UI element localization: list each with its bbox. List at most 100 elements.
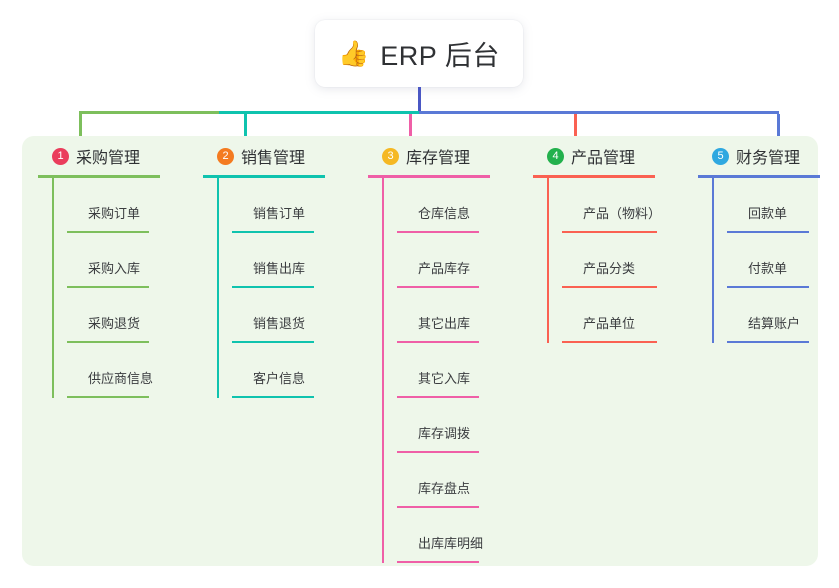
- branch-item-rule: [562, 286, 657, 288]
- branch-badge-3: 3: [382, 147, 399, 165]
- branch-item-rule: [397, 341, 479, 343]
- branch-item-rule: [397, 286, 479, 288]
- branch-item[interactable]: 付款单: [712, 233, 838, 288]
- branch-item[interactable]: 出库库明细: [382, 508, 518, 563]
- branch-header-5[interactable]: 5 财务管理: [698, 143, 838, 169]
- branch-item-label: 回款单: [748, 206, 788, 221]
- branch-item-label: 销售退货: [253, 316, 306, 331]
- branch-badge-5: 5: [712, 147, 729, 165]
- branch-spine-4: [547, 178, 549, 343]
- branch-item[interactable]: 采购退货: [52, 288, 188, 343]
- branch-title-5: 财务管理: [736, 150, 801, 167]
- branch-item-label: 采购入库: [88, 261, 141, 276]
- branch-item[interactable]: 客户信息: [217, 343, 353, 398]
- branch-item-label: 产品单位: [583, 316, 636, 331]
- branch-item[interactable]: 产品（物料）: [547, 178, 683, 233]
- branch-item[interactable]: 结算账户: [712, 288, 838, 343]
- branch-item[interactable]: 其它出库: [382, 288, 518, 343]
- thumbs-up-icon: 👍: [338, 39, 370, 68]
- branch-badge-1: 1: [52, 147, 69, 165]
- branch-item-label: 产品（物料）: [583, 206, 662, 221]
- branch-item-label: 供应商信息: [88, 371, 154, 386]
- branch-item[interactable]: 采购订单: [52, 178, 188, 233]
- branch-column-3: 3 库存管理仓库信息产品库存其它出库其它入库库存调拨库存盘点出库库明细: [368, 143, 518, 563]
- branch-item-rule: [727, 231, 809, 233]
- branch-spine-1: [52, 178, 54, 398]
- branch-item[interactable]: 销售退货: [217, 288, 353, 343]
- branch-item-list-2: 销售订单销售出库销售退货客户信息: [203, 178, 353, 398]
- branch-item[interactable]: 供应商信息: [52, 343, 188, 398]
- branch-badge-2: 2: [217, 147, 234, 165]
- branch-item-label: 采购退货: [88, 316, 141, 331]
- branch-item-rule: [562, 341, 657, 343]
- branch-title-2: 销售管理: [241, 150, 306, 167]
- connector-hbar-segment-4: [419, 111, 779, 114]
- branch-item[interactable]: 销售出库: [217, 233, 353, 288]
- branch-header-4[interactable]: 4 产品管理: [533, 143, 683, 169]
- root-node[interactable]: 👍 ERP 后台: [315, 20, 523, 87]
- branch-item[interactable]: 产品库存: [382, 233, 518, 288]
- branch-spine-5: [712, 178, 714, 343]
- branch-item-rule: [397, 561, 479, 563]
- branch-item-label: 销售出库: [253, 261, 306, 276]
- branch-item-label: 其它出库: [418, 316, 471, 331]
- connector-drop-2: [244, 114, 247, 156]
- branch-item-rule: [232, 286, 314, 288]
- branch-item-rule: [397, 451, 479, 453]
- root-trunk-connector: [418, 87, 421, 113]
- branch-item-rule: [67, 396, 149, 398]
- branch-item[interactable]: 产品分类: [547, 233, 683, 288]
- branch-header-1[interactable]: 1 采购管理: [38, 143, 188, 169]
- branch-header-rule-5: [698, 175, 820, 178]
- branch-item[interactable]: 采购入库: [52, 233, 188, 288]
- branch-item-label: 其它入库: [418, 371, 471, 386]
- branch-header-rule-1: [38, 175, 160, 178]
- branch-title-4: 产品管理: [571, 150, 636, 167]
- branch-title-3: 库存管理: [406, 150, 471, 167]
- branches-panel: [22, 136, 818, 566]
- branch-header-3[interactable]: 3 库存管理: [368, 143, 518, 169]
- branch-item-rule: [397, 231, 479, 233]
- connector-drop-5: [777, 114, 780, 156]
- branch-column-2: 2 销售管理销售订单销售出库销售退货客户信息: [203, 143, 353, 398]
- branch-item-rule: [232, 396, 314, 398]
- branch-item-label: 库存盘点: [418, 481, 471, 496]
- branch-badge-4: 4: [547, 147, 564, 165]
- connector-drop-3: [409, 114, 412, 156]
- connector-hbar-segment-1: [79, 111, 219, 114]
- connector-drop-1: [79, 114, 82, 156]
- branch-item[interactable]: 仓库信息: [382, 178, 518, 233]
- branch-item-list-5: 回款单付款单结算账户: [698, 178, 838, 343]
- branch-header-2[interactable]: 2 销售管理: [203, 143, 353, 169]
- branch-header-rule-2: [203, 175, 325, 178]
- branch-item-label: 产品分类: [583, 261, 636, 276]
- branch-item-list-3: 仓库信息产品库存其它出库其它入库库存调拨库存盘点出库库明细: [368, 178, 518, 563]
- branch-item[interactable]: 库存调拨: [382, 398, 518, 453]
- branch-item-rule: [397, 506, 479, 508]
- branch-spine-2: [217, 178, 219, 398]
- branch-item-label: 产品库存: [418, 261, 471, 276]
- branch-item[interactable]: 回款单: [712, 178, 838, 233]
- branch-item[interactable]: 产品单位: [547, 288, 683, 343]
- branch-item-label: 采购订单: [88, 206, 141, 221]
- branch-item-list-1: 采购订单采购入库采购退货供应商信息: [38, 178, 188, 398]
- branch-item-label: 客户信息: [253, 371, 306, 386]
- connector-hbar-segment-2: [219, 111, 386, 114]
- root-node-content: 👍 ERP 后台: [338, 34, 500, 73]
- branch-item[interactable]: 库存盘点: [382, 453, 518, 508]
- branch-column-1: 1 采购管理采购订单采购入库采购退货供应商信息: [38, 143, 188, 398]
- connector-hbar-segment-3: [386, 111, 419, 114]
- branch-item-label: 库存调拨: [418, 426, 471, 441]
- branch-item-rule: [232, 341, 314, 343]
- branch-item[interactable]: 销售订单: [217, 178, 353, 233]
- branch-spine-3: [382, 178, 384, 563]
- branch-item-rule: [397, 396, 479, 398]
- branch-header-rule-3: [368, 175, 490, 178]
- branch-item-rule: [727, 286, 809, 288]
- branch-item[interactable]: 其它入库: [382, 343, 518, 398]
- branch-column-5: 5 财务管理回款单付款单结算账户: [698, 143, 838, 343]
- branch-item-label: 付款单: [748, 261, 788, 276]
- branch-title-1: 采购管理: [76, 150, 141, 167]
- branch-item-label: 销售订单: [253, 206, 306, 221]
- branch-item-rule: [67, 286, 149, 288]
